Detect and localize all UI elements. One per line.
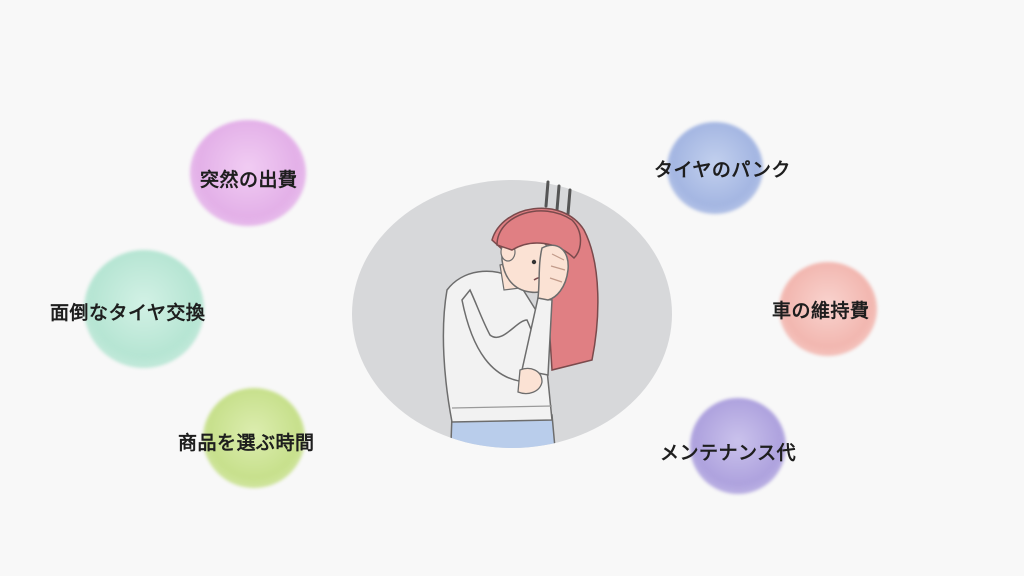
right-blob-3	[690, 398, 786, 494]
left-blob-1	[190, 120, 306, 226]
left-label-2: 面倒なタイヤ交換	[50, 302, 206, 324]
right-label-2: 車の維持費	[772, 300, 870, 322]
right-label-3: メンテナンス代	[660, 442, 797, 464]
right-blob-2	[779, 262, 877, 356]
troubled-woman-icon	[442, 180, 599, 448]
left-blob-2	[84, 250, 204, 368]
left-label-3: 商品を選ぶ時間	[178, 432, 315, 454]
right-blob-1	[667, 122, 763, 214]
left-blob-3	[203, 388, 305, 488]
left-label-1: 突然の出費	[200, 169, 298, 191]
right-label-1: タイヤのパンク	[654, 159, 791, 181]
